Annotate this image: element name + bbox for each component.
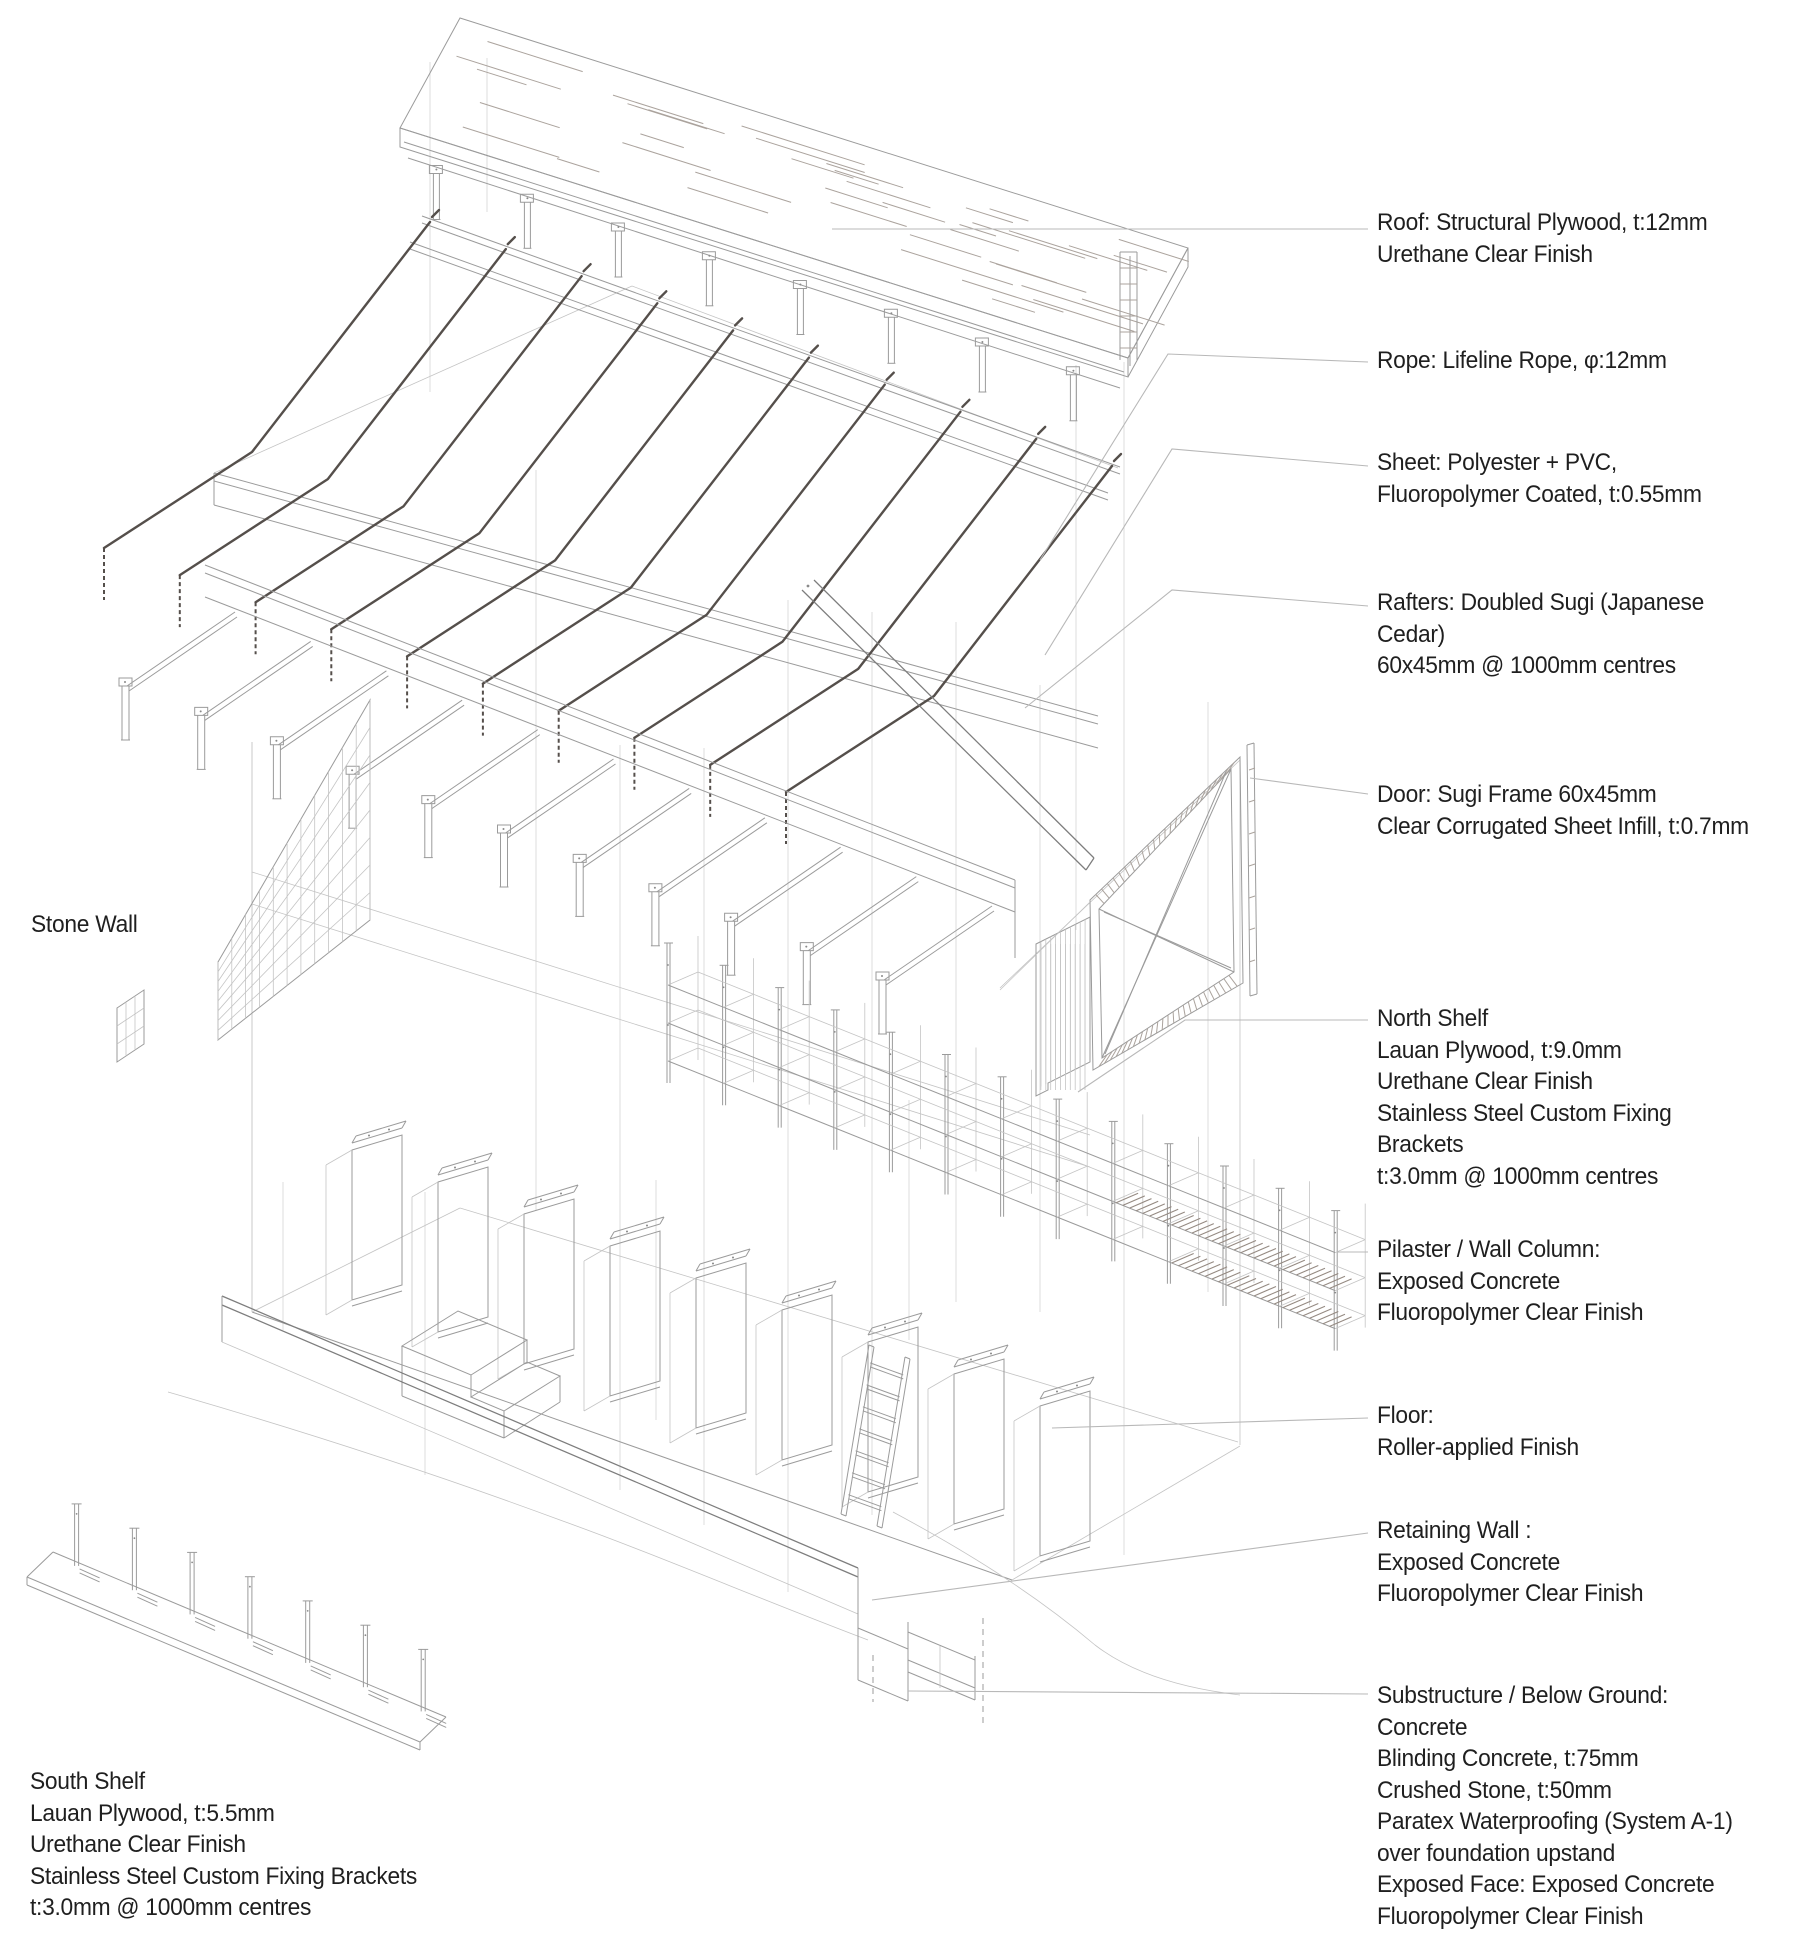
- north-shelf-drawing: [664, 936, 1366, 1351]
- label-sheet: Sheet: Polyester + PVC, Fluoropolymer Co…: [1377, 449, 1702, 508]
- door-panel: [999, 742, 1258, 1097]
- building-volume-outline: [167, 742, 1241, 1696]
- label-north-shelf: North Shelf Lauan Plywood, t:9.0mm Ureth…: [1377, 1005, 1672, 1190]
- label-stone-wall: Stone Wall: [31, 911, 138, 938]
- leader-lines: [832, 228, 1369, 1695]
- roof-plywood-panel: [399, 17, 1189, 422]
- label-retaining-wall: Retaining Wall : Exposed Concrete Fluoro…: [1377, 1517, 1644, 1607]
- label-door: Door: Sugi Frame 60x45mm Clear Corrugate…: [1377, 781, 1749, 840]
- projection-lines: [251, 58, 1209, 1592]
- pilaster-panels: [325, 1120, 1095, 1572]
- label-floor: Floor: Roller-applied Finish: [1377, 1402, 1579, 1461]
- concrete-steps: [400, 1310, 562, 1439]
- label-roof: Roof: Structural Plywood, t:12mm Urethan…: [1377, 209, 1708, 268]
- label-rafters: Rafters: Doubled Sugi (Japanese Cedar) 6…: [1377, 589, 1704, 679]
- substructure-footing: [857, 1618, 984, 1728]
- label-south-shelf: South Shelf Lauan Plywood, t:5.5mm Ureth…: [30, 1768, 418, 1921]
- retaining-wall-drawing: [221, 1295, 859, 1680]
- south-shelf-drawing: [26, 1503, 447, 1751]
- label-rope: Rope: Lifeline Rope, φ:12mm: [1377, 347, 1667, 374]
- label-substructure: Substructure / Below Ground: Concrete Bl…: [1377, 1682, 1733, 1930]
- lifeline-ropes: [102, 208, 1123, 844]
- rafters-drawing: [118, 564, 1095, 1035]
- pvc-sheet: [213, 285, 1119, 749]
- label-pilaster: Pilaster / Wall Column: Exposed Concrete…: [1377, 1236, 1644, 1326]
- ladder: [840, 1344, 911, 1529]
- stone-wall-drawing: [116, 698, 371, 1063]
